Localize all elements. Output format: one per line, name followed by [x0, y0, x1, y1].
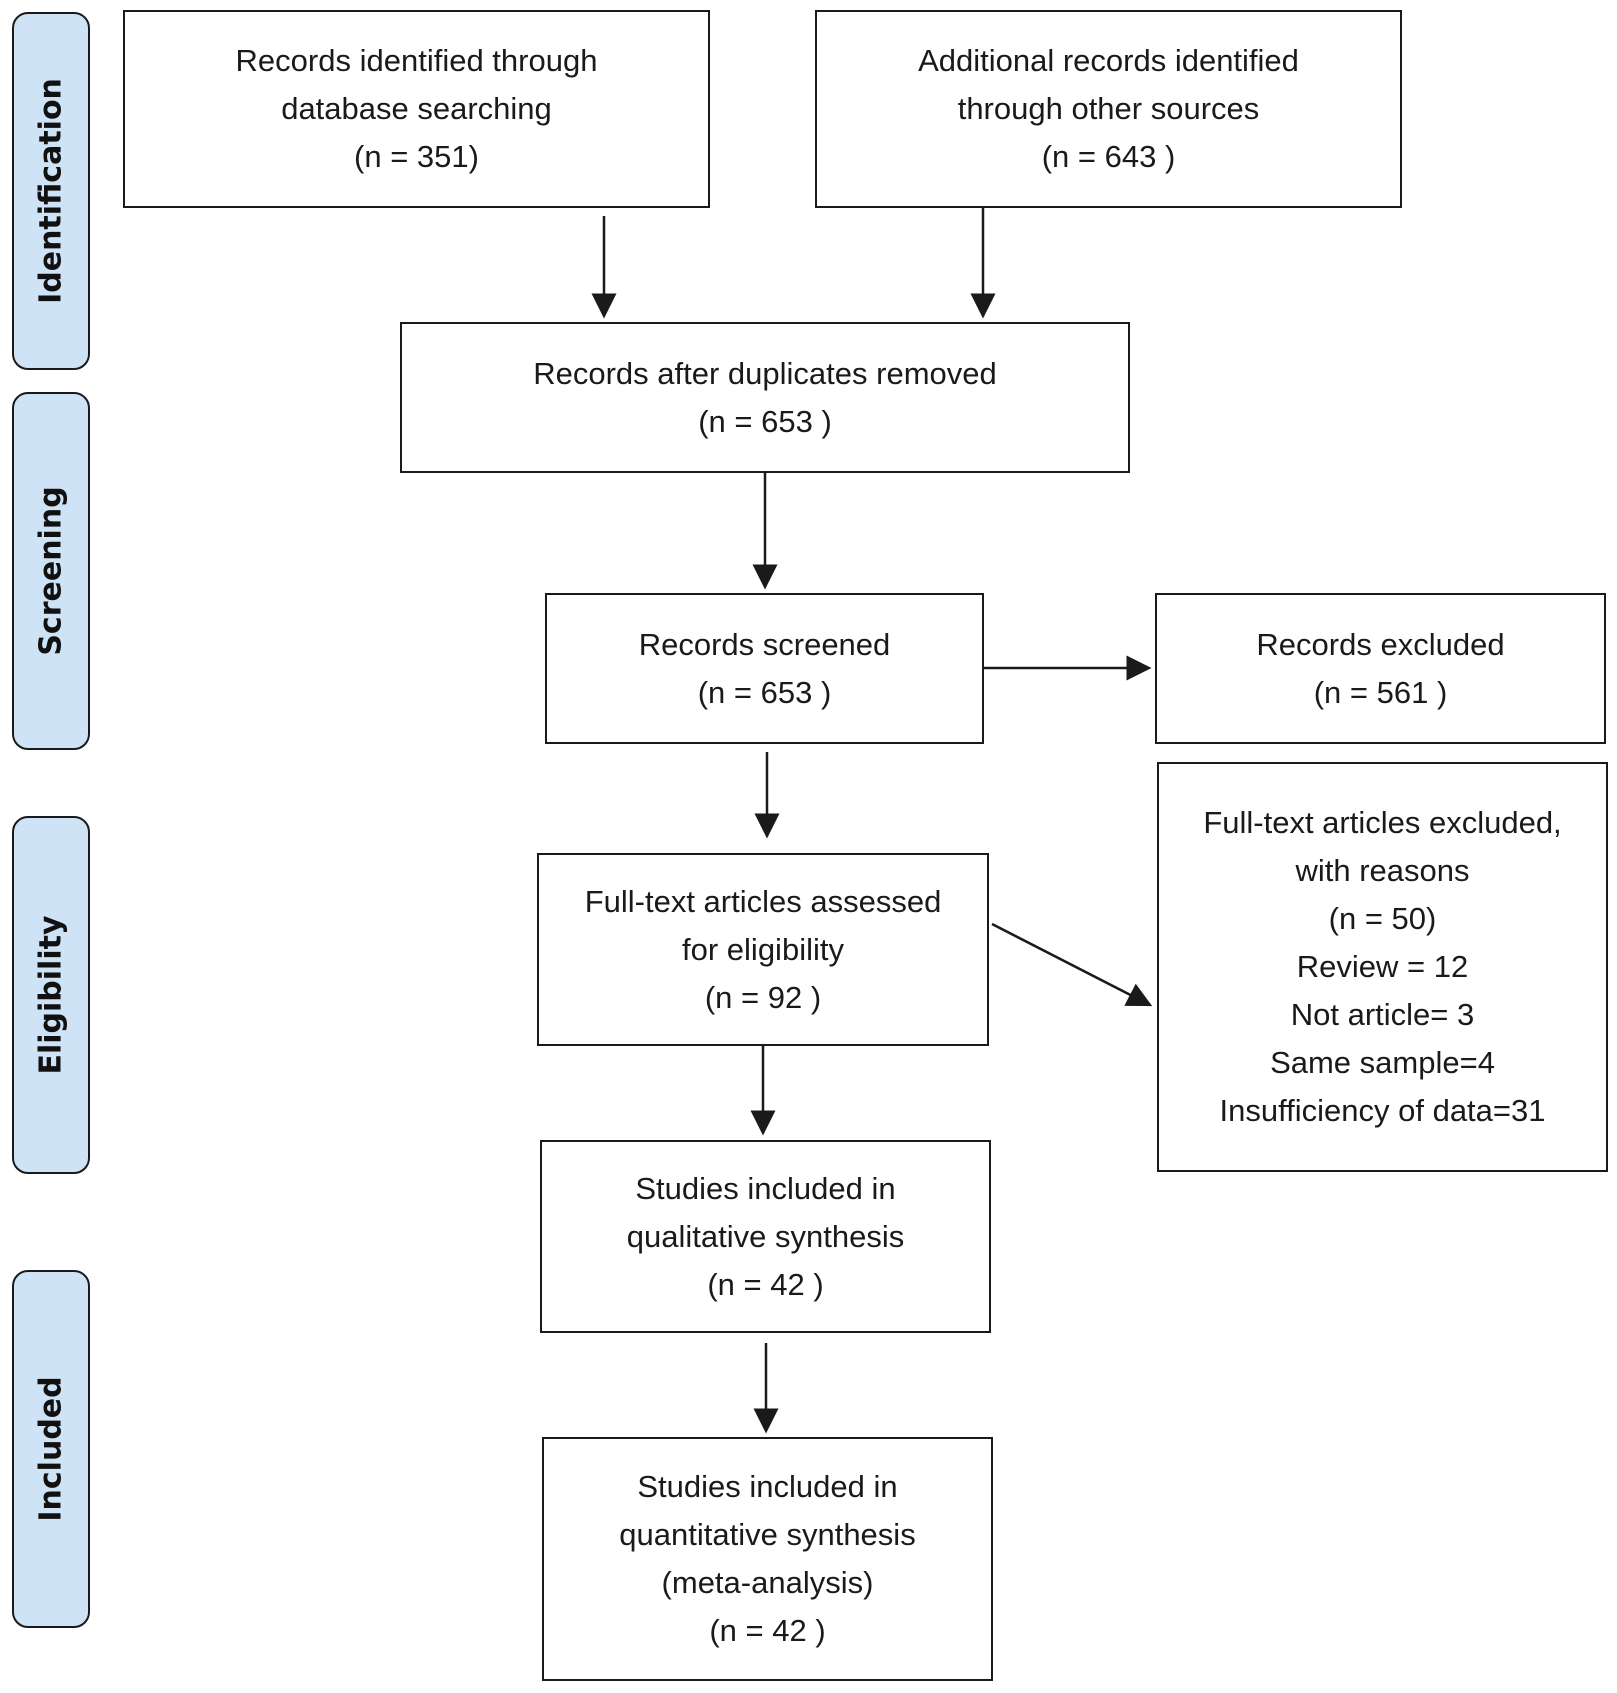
- exclusion-reason: Same sample=4: [1270, 1045, 1495, 1080]
- box-text-line: database searching: [281, 91, 552, 126]
- box-count: (n = 42 ): [709, 1613, 826, 1648]
- arrow-fulltext-to-excluded: [991, 922, 1153, 1007]
- box-count: (n = 643 ): [1041, 139, 1176, 174]
- exclusion-reason: Not article= 3: [1290, 997, 1475, 1032]
- box-database-search: Records identified through database sear…: [123, 10, 710, 208]
- box-text-line: for eligibility: [682, 931, 844, 967]
- box-count: (n = 561 ): [1313, 674, 1448, 710]
- box-text-line: Records after duplicates removed: [533, 355, 997, 391]
- phase-screening: Screening: [12, 392, 90, 750]
- box-text-line: qualitative synthesis: [626, 1218, 905, 1254]
- box-count: (n = 92 ): [704, 979, 822, 1015]
- box-text-line: Full-text articles assessed: [584, 883, 942, 919]
- exclusion-reason: Review = 12: [1296, 949, 1469, 984]
- box-records-excluded: Records excluded (n = 561 ): [1155, 593, 1606, 744]
- box-count: (n = 42 ): [707, 1266, 824, 1302]
- phase-included: Included: [12, 1270, 90, 1628]
- box-text-line: (meta-analysis): [661, 1565, 874, 1600]
- box-count: (n = 351): [354, 139, 479, 174]
- box-text-line: with reasons: [1295, 853, 1470, 888]
- box-text-line: Records excluded: [1256, 626, 1505, 662]
- box-fulltext-excluded: Full-text articles excluded, with reason…: [1157, 762, 1608, 1172]
- box-records-screened: Records screened (n = 653 ): [545, 593, 984, 744]
- box-count: (n = 50): [1328, 901, 1437, 936]
- phase-eligibility: Eligibility: [12, 816, 90, 1174]
- box-text-line: Records identified through: [235, 43, 598, 78]
- box-text-line: quantitative synthesis: [619, 1517, 916, 1552]
- box-qualitative-synthesis: Studies included in qualitative synthesi…: [540, 1140, 991, 1333]
- box-text-line: Additional records identified: [918, 43, 1299, 78]
- box-duplicates-removed: Records after duplicates removed (n = 65…: [400, 322, 1130, 473]
- phase-identification: Identification: [12, 12, 90, 370]
- box-text-line: Studies included in: [635, 1170, 896, 1206]
- box-count: (n = 653 ): [697, 674, 832, 710]
- box-count: (n = 653 ): [698, 403, 832, 439]
- box-text-line: through other sources: [957, 91, 1260, 126]
- box-text-line: Studies included in: [637, 1469, 898, 1504]
- exclusion-reason: Insufficiency of data=31: [1219, 1093, 1546, 1128]
- box-other-sources: Additional records identified through ot…: [815, 10, 1402, 208]
- box-text-line: Records screened: [638, 626, 891, 662]
- box-text-line: Full-text articles excluded,: [1203, 805, 1562, 840]
- box-quantitative-synthesis: Studies included in quantitative synthes…: [542, 1437, 993, 1681]
- box-fulltext-assessed: Full-text articles assessed for eligibil…: [537, 853, 989, 1046]
